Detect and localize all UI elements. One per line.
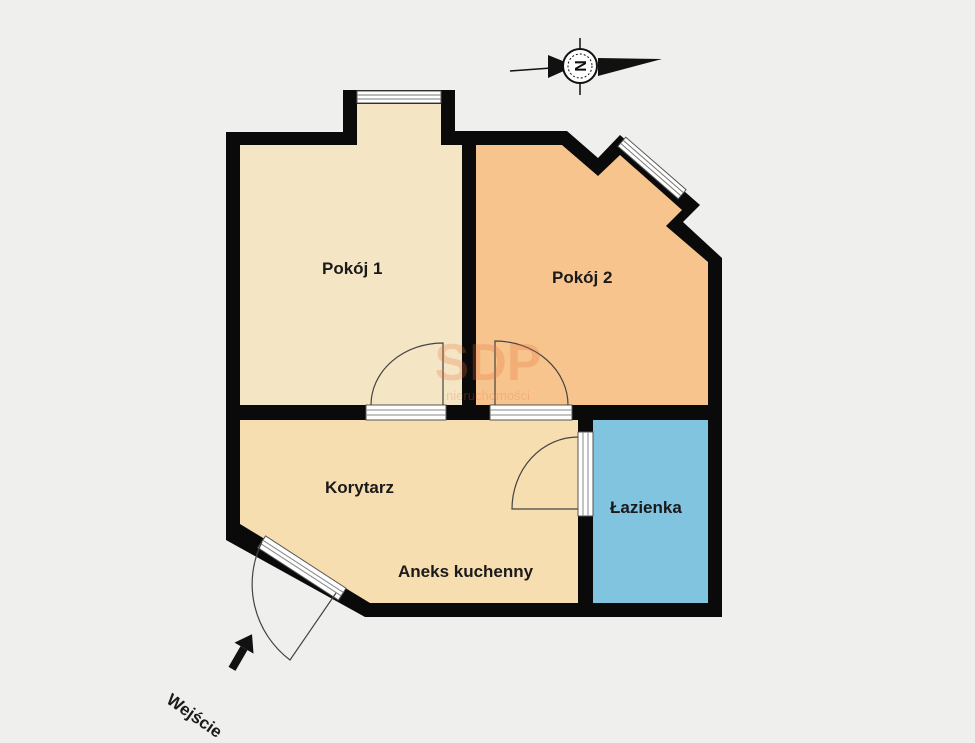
room-label-pokoj-2: Pokój 2 — [552, 268, 613, 287]
room-korytarz — [240, 420, 578, 603]
room-pokoj-2 — [476, 145, 708, 405]
svg-text:SDP: SDP — [435, 334, 542, 392]
door-pokoj-2 — [489, 340, 573, 421]
room-label-lazienka: Łazienka — [610, 498, 682, 517]
watermark-logo: SDP nieruchomości — [435, 334, 542, 403]
door-lazienka — [511, 431, 594, 517]
svg-text:nieruchomości: nieruchomości — [446, 388, 530, 403]
entrance-door — [251, 535, 347, 661]
room-label-aneks-kuchenny: Aneks kuchenny — [398, 562, 534, 581]
entrance-arrow-icon — [228, 634, 254, 671]
window-pokoj-1 — [356, 90, 442, 104]
room-label-korytarz: Korytarz — [325, 478, 394, 497]
compass-letter: N — [573, 60, 590, 72]
room-label-pokoj-1: Pokój 1 — [322, 259, 383, 278]
door-pokoj-1 — [365, 342, 447, 421]
room-pokoj-1 — [240, 104, 462, 405]
compass-icon: N — [509, 38, 662, 95]
room-lazienka — [593, 420, 708, 603]
window-pokoj-2 — [617, 136, 687, 200]
